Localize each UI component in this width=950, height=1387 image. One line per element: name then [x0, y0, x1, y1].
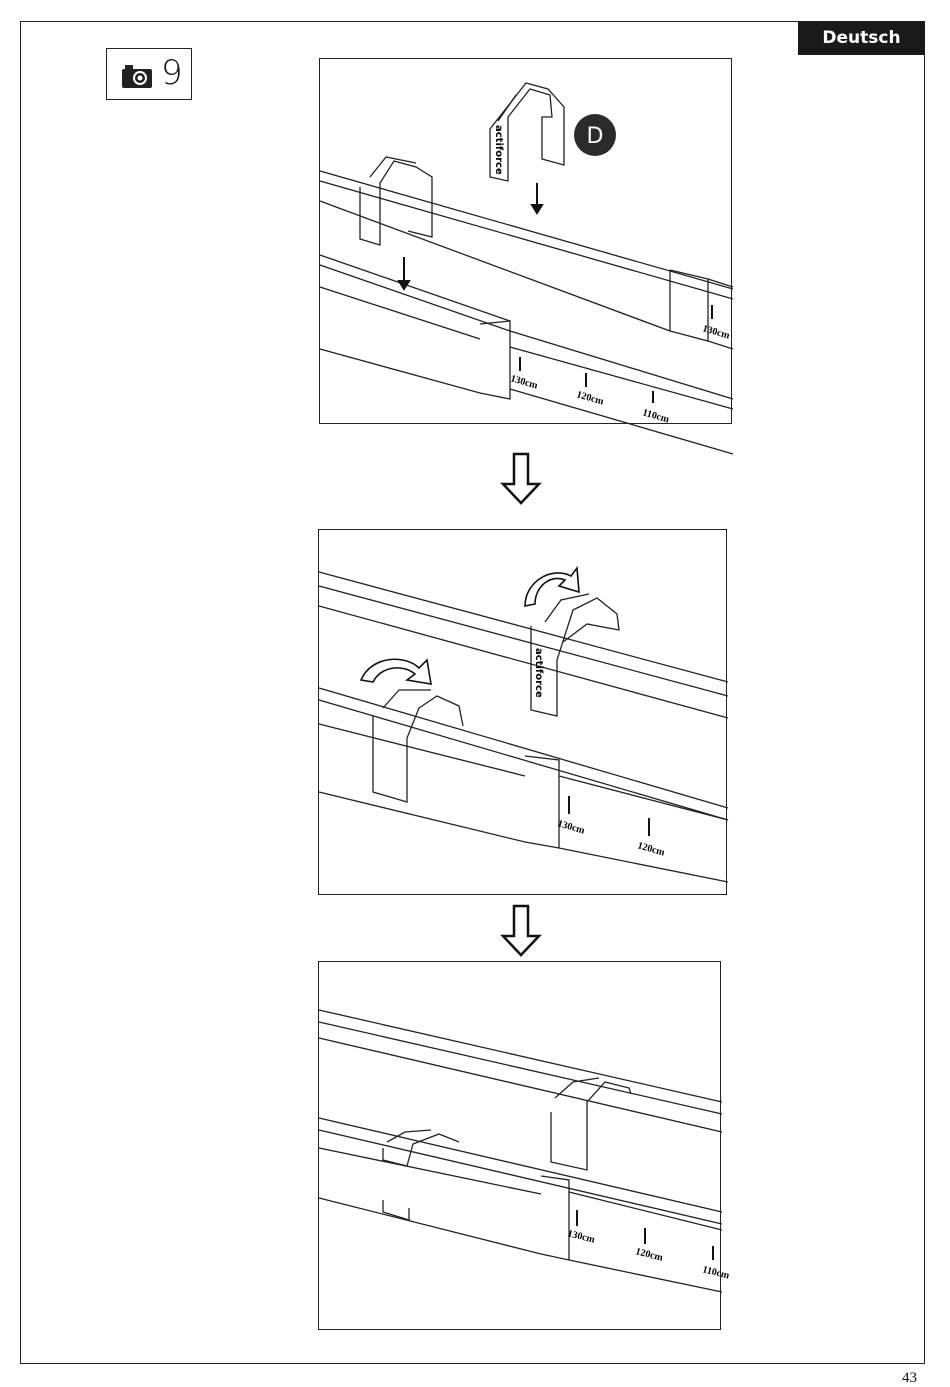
part-label-d: D	[587, 124, 604, 149]
scale-label: 120cm	[636, 840, 666, 858]
scale-label: 120cm	[634, 1246, 664, 1264]
page-frame	[20, 21, 925, 1364]
illustration-panel-3: 130cm 120cm 110cm	[318, 961, 731, 1330]
scale-label: 110cm	[641, 407, 671, 425]
page-number: 43	[902, 1370, 917, 1386]
clip-brand-text: actiforce	[493, 125, 504, 175]
clip-brand-text: actiforce	[533, 648, 544, 698]
illustration-panel-2: actiforce 130cm 120cm	[318, 529, 729, 895]
scale-label: 130cm	[556, 818, 586, 836]
scale-label: 120cm	[575, 389, 605, 407]
scale-label: 130cm	[701, 323, 731, 341]
scale-label: 130cm	[566, 1228, 596, 1246]
illustration-panel-1: D actiforce 130cm 120cm 110cm 130cm	[319, 58, 734, 455]
down-arrow-icon	[500, 904, 542, 957]
down-arrow-icon	[500, 452, 542, 505]
scale-label: 130cm	[509, 373, 539, 391]
camera-icon	[122, 65, 152, 88]
step-box: 9	[106, 48, 192, 100]
language-tab: Deutsch	[798, 21, 925, 55]
step-number: 9	[161, 53, 183, 93]
